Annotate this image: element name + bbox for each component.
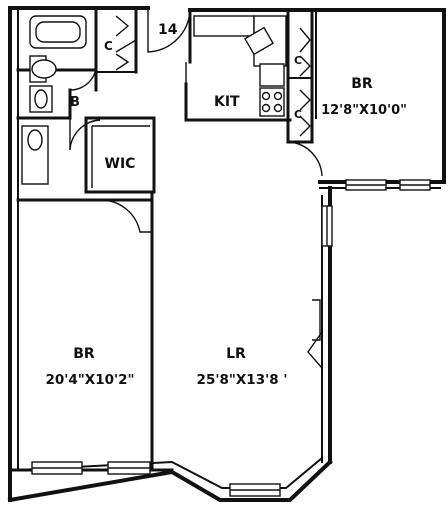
closet-label: C — [104, 39, 113, 53]
kitchen-sink — [244, 26, 274, 56]
living-room-name: LR — [226, 346, 246, 362]
closet-label: C — [74, 103, 75, 105]
refrigerator — [259, 63, 285, 87]
windows — [31, 179, 431, 497]
wic-label: WIC — [105, 156, 136, 172]
kitchen-label: KIT — [214, 94, 240, 110]
labels: 14 C C C C B KIT BR 12'8"X10'0" WIC BR 2… — [45, 22, 406, 388]
closet-label: C — [294, 108, 302, 121]
bathroom-fixtures — [21, 15, 87, 185]
kitchen-fixtures — [193, 15, 287, 117]
lower-bedroom-name: BR — [73, 346, 95, 362]
counter — [193, 15, 255, 37]
closet-label: C — [294, 54, 302, 67]
unit-number: 14 — [158, 22, 178, 38]
exterior-walls — [7, 6, 446, 503]
living-room-dimensions: 25'8"X13'8 ' — [197, 372, 288, 388]
upper-bedroom-dimensions: 12'8"X10'0" — [321, 103, 407, 118]
stove — [259, 87, 285, 117]
bath-label: B — [70, 95, 80, 110]
upper-bedroom-name: BR — [351, 76, 373, 92]
closet-doors — [115, 15, 311, 137]
doors — [69, 8, 323, 369]
lower-bedroom-dimensions: 20'4"X10'2" — [45, 372, 134, 388]
toilet-bowl — [31, 59, 57, 79]
